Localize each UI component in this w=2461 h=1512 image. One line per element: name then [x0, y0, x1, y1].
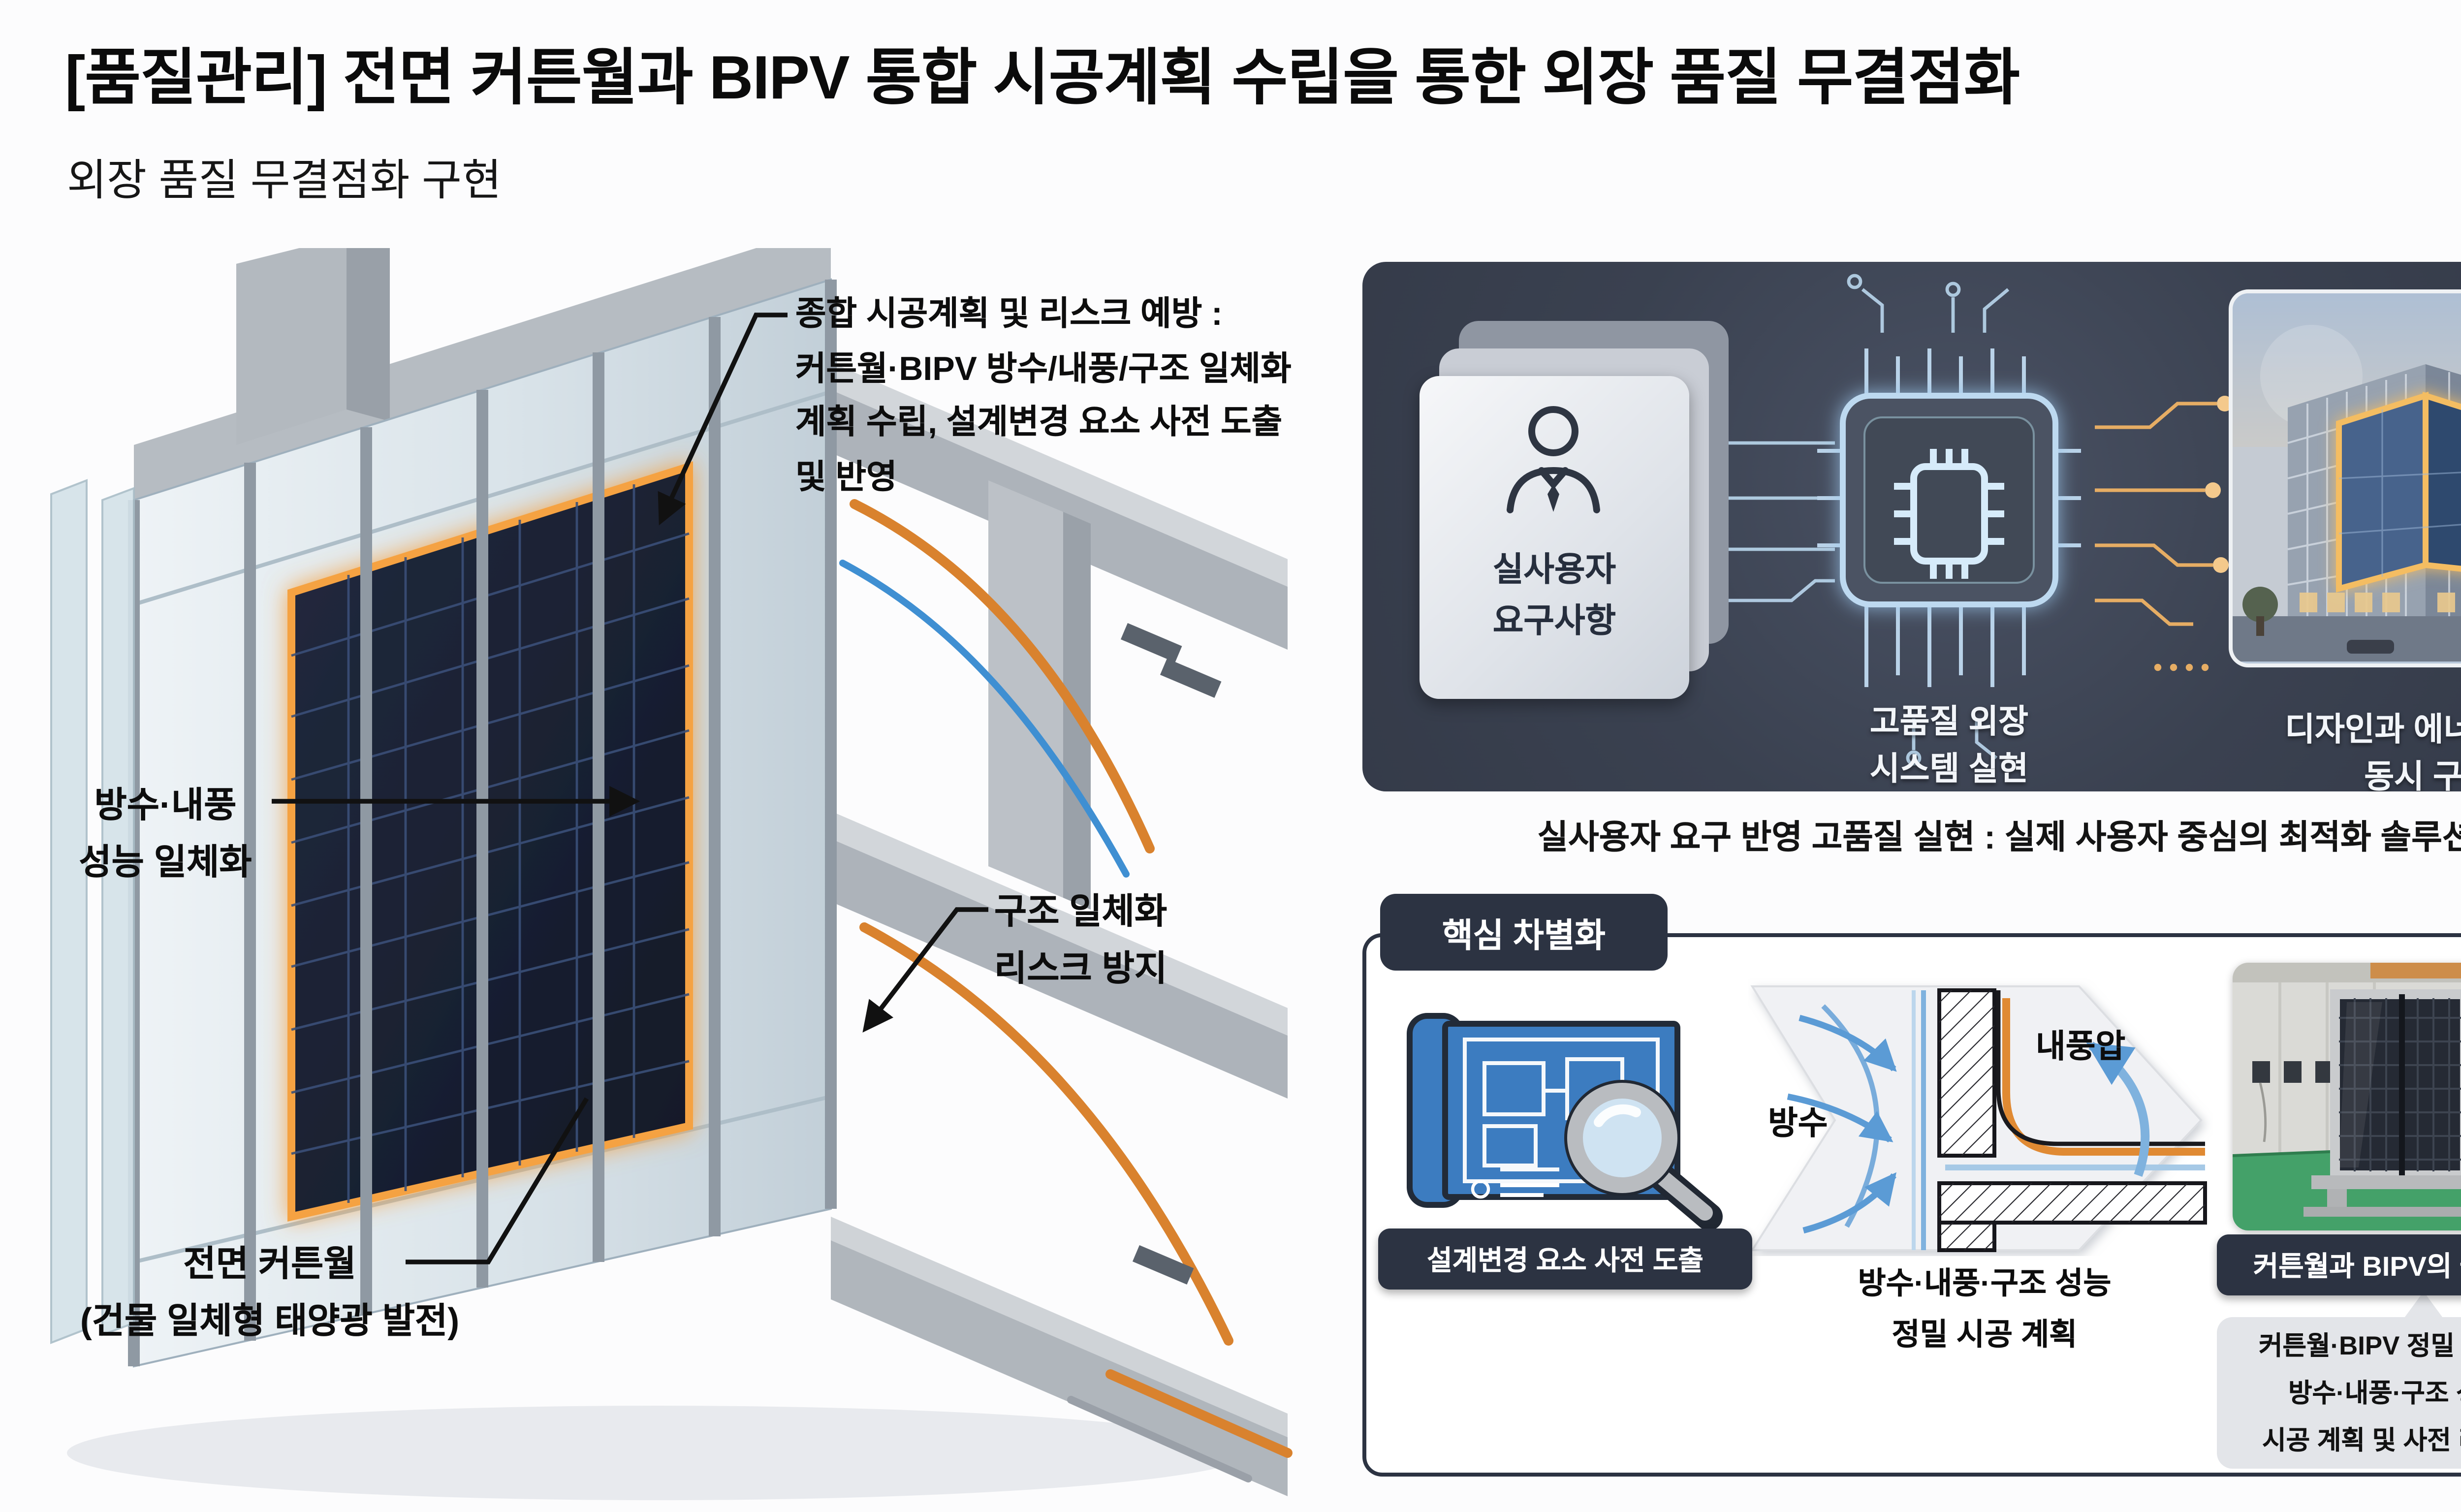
person-icon	[1507, 406, 1600, 513]
chip-caption-line: 시스템 실현	[1870, 752, 2028, 788]
page-title: [품질관리] 전면 커튼월과 BIPV 통합 시공계획 수립을 통한 외장 품질…	[65, 43, 2020, 112]
requirement-card-front: 실사용자 요구사항	[1420, 376, 1689, 699]
user-requirement-panel: 실사용자 요구사항	[1362, 262, 2461, 791]
note-pointer	[2402, 1292, 2445, 1321]
label-waterproof-wind: 방수·내풍 성능 일체화	[79, 786, 252, 882]
test-chamber-art	[2233, 963, 2461, 1230]
waterproof-wind-detail-diagram	[1750, 985, 2207, 1252]
card-label-line: 요구사항	[1492, 602, 1616, 640]
label-structure-risk: 구조 일체화 리스크 방지	[994, 892, 1167, 988]
label-front-curtainwall: 전면 커튼월 (건물 일체형 태양광 발전)	[80, 1244, 460, 1341]
step1-label-chip: 설계변경 요소 사전 도출	[1378, 1228, 1752, 1290]
summary-caption: 실사용자 요구 반영 고품질 실현 : 실제 사용자 중심의 최적화 솔루션	[1537, 819, 2461, 856]
callout-line: 및 반영	[795, 458, 897, 495]
building-caption-line: 동시 구현	[2364, 760, 2461, 791]
callout-line: 종합 시공계획 및 리스크 예방 :	[795, 295, 1223, 333]
building-photo-art	[2233, 293, 2461, 662]
wind-pressure-diagram-label: 내풍압	[2036, 1030, 2126, 1065]
chip-icon	[1817, 348, 2081, 687]
step3-label-chip: 커튼월과 BIPV의 물리적 통합	[2217, 1234, 2461, 1295]
page-subtitle: 외장 품질 무결점화 구현	[67, 156, 502, 205]
waterproof-diagram-label: 방수	[1768, 1106, 1828, 1142]
building-photo	[2229, 289, 2461, 667]
blueprint-icon	[1407, 1013, 1723, 1228]
step2-caption: 방수·내풍·구조 성능 정밀 시공 계획	[1858, 1268, 2112, 1353]
callout-construction-plan: 종합 시공계획 및 리스크 예방 : 커튼월·BIPV 방수/내풍/구조 일체화…	[795, 287, 1292, 504]
test-chamber-photo	[2233, 963, 2461, 1230]
curtainwall-leader-line	[406, 1097, 589, 1264]
callout-line: 계획 수립, 설계변경 요소 사전 도출	[795, 404, 1283, 441]
building-caption-line: 디자인과 에너지 성능	[2285, 713, 2461, 748]
key-differentiation-badge: 핵심 차별화	[1380, 894, 1668, 971]
step3-note: 커튼월·BIPV 정밀 통합을 위한 방수·내풍·구조 성능 정밀 시공 계획 …	[2217, 1317, 2461, 1469]
magnifier-icon	[1564, 1080, 1723, 1228]
structure-leader-arrow	[862, 907, 988, 1033]
plan-leader-arrow	[658, 313, 788, 526]
chip-caption-line: 고품질 외장	[1870, 705, 2028, 740]
callout-line: 커튼월·BIPV 방수/내풍/구조 일체화	[795, 349, 1292, 387]
card-label-line: 실사용자	[1492, 551, 1616, 589]
curtainwall-cutaway-illustration	[50, 248, 1293, 1500]
